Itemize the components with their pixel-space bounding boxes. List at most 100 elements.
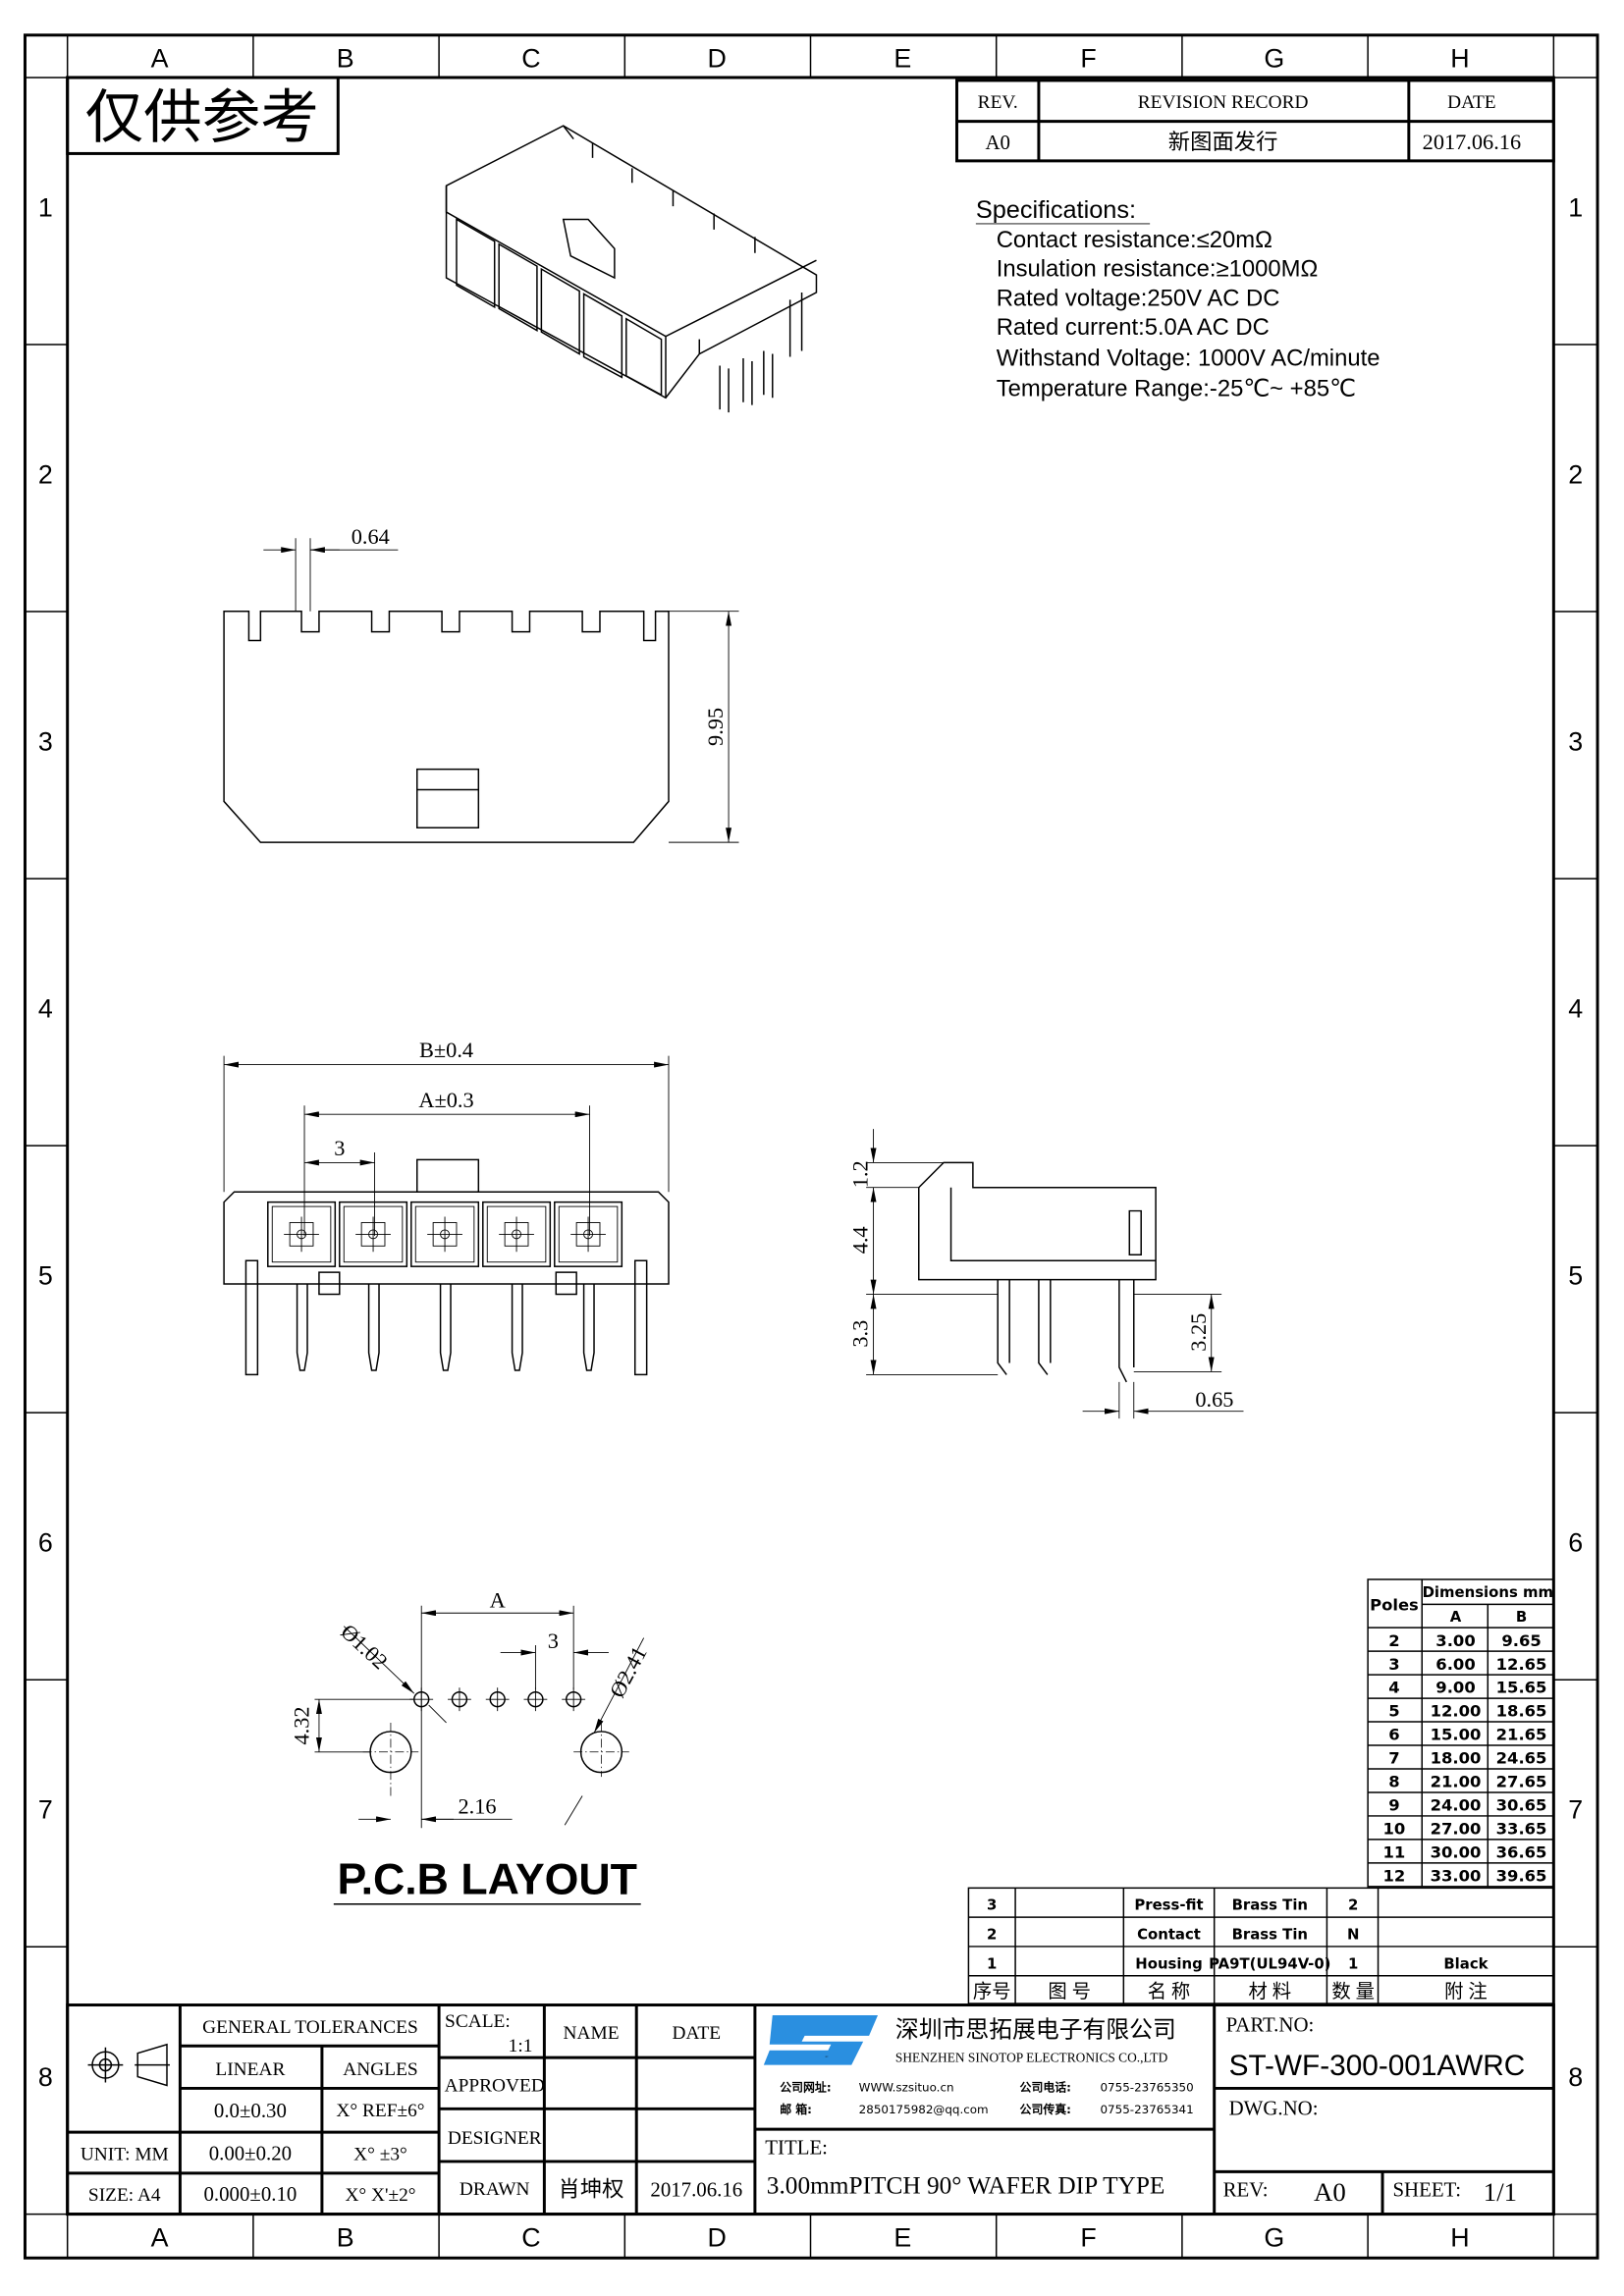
side-dimension-4: 3.25 bbox=[1186, 1313, 1211, 1352]
column-label-top: E bbox=[893, 44, 911, 74]
contact-cavity bbox=[267, 1201, 337, 1267]
drawn-date: 2017.06.16 bbox=[650, 2178, 742, 2202]
b-cell: 15.65 bbox=[1496, 1679, 1547, 1697]
angle-tolerance-2: X° ±3° bbox=[353, 2144, 407, 2164]
part-name-cell: Housing bbox=[1135, 1954, 1202, 1972]
b-dimension: B±0.4 bbox=[419, 1038, 473, 1062]
b-cell: 12.65 bbox=[1496, 1655, 1547, 1674]
a-dimension: A±0.3 bbox=[418, 1088, 473, 1112]
a-cell: 21.00 bbox=[1431, 1773, 1482, 1791]
linear-label: LINEAR bbox=[215, 2059, 285, 2080]
b-cell: 33.65 bbox=[1496, 1820, 1547, 1839]
dimensions-header: Dimensions mm bbox=[1423, 1583, 1553, 1601]
a-cell: 30.00 bbox=[1431, 1843, 1482, 1862]
bom-header: 图 号 bbox=[1048, 1982, 1091, 2002]
approved-label: APPROVED bbox=[445, 2075, 545, 2096]
height-dimension: 9.95 bbox=[703, 708, 728, 746]
contact-cavities bbox=[267, 1201, 623, 1371]
a-cell: 6.00 bbox=[1435, 1655, 1475, 1674]
dimension-row: 11 30.00 36.65 bbox=[1368, 1839, 1554, 1862]
projection-symbol-icon bbox=[87, 2043, 170, 2087]
poles-header: Poles bbox=[1370, 1595, 1419, 1614]
company-logo: STP bbox=[763, 2014, 879, 2065]
column-label-bottom: F bbox=[1080, 2222, 1096, 2252]
bom-header: 材 料 bbox=[1249, 1981, 1292, 2002]
rev-value: A0 bbox=[1314, 2177, 1346, 2207]
column-label-top: B bbox=[337, 44, 354, 74]
row-label-right: 4 bbox=[1568, 994, 1583, 1024]
a-cell: 9.00 bbox=[1435, 1679, 1475, 1697]
name-header: NAME bbox=[564, 2023, 620, 2044]
poles-cell: 12 bbox=[1383, 1867, 1406, 1886]
pcb-pitch-dimension: 3 bbox=[548, 1629, 559, 1653]
column-label-top: G bbox=[1264, 44, 1284, 74]
row-label-left: 4 bbox=[38, 994, 53, 1024]
poles-cell: 6 bbox=[1388, 1726, 1399, 1744]
drawn-label: DRAWN bbox=[460, 2179, 530, 2200]
contact-cavity bbox=[339, 1201, 408, 1267]
column-label-bottom: C bbox=[521, 2222, 540, 2252]
b-cell: 9.65 bbox=[1501, 1631, 1541, 1650]
front-view: B±0.4 A±0.3 3 bbox=[223, 1038, 670, 1376]
b-cell: 36.65 bbox=[1496, 1843, 1547, 1862]
a-cell: 27.00 bbox=[1431, 1820, 1482, 1839]
pin bbox=[296, 1284, 308, 1371]
spec-temperature-range: Temperature Range:-25℃~ +85℃ bbox=[997, 376, 1356, 402]
isometric-view bbox=[445, 125, 818, 413]
column-label-top: H bbox=[1450, 44, 1469, 74]
spec-rated-current: Rated current:5.0A AC DC bbox=[997, 314, 1270, 341]
contact-cavity bbox=[410, 1201, 480, 1267]
latch bbox=[416, 768, 480, 828]
revision-date-header: DATE bbox=[1447, 92, 1495, 113]
remarks-cell: Black bbox=[1443, 1954, 1489, 1972]
b-cell: 21.65 bbox=[1496, 1726, 1547, 1744]
row-label-right: 7 bbox=[1568, 1795, 1583, 1825]
pitch-dimension: 3 bbox=[334, 1136, 345, 1160]
revision-record-header: REVISION RECORD bbox=[1138, 92, 1309, 113]
a-cell: 3.00 bbox=[1435, 1631, 1475, 1650]
sheet-label: SHEET: bbox=[1392, 2178, 1461, 2202]
column-label-top: D bbox=[707, 44, 726, 74]
row-label-left: 7 bbox=[38, 1795, 53, 1825]
website-label: 公司网址: bbox=[780, 2080, 831, 2094]
pin bbox=[582, 1284, 595, 1371]
column-label-bottom: D bbox=[707, 2222, 726, 2252]
row-label-right: 8 bbox=[1568, 2062, 1583, 2092]
quantity-cell: N bbox=[1347, 1925, 1359, 1943]
column-label-top: F bbox=[1080, 44, 1096, 74]
column-label-bottom: B bbox=[337, 2222, 354, 2252]
part-number: ST-WF-300-001AWRC bbox=[1229, 2050, 1526, 2082]
poles-cell: 10 bbox=[1383, 1820, 1406, 1839]
row-label-left: 5 bbox=[38, 1261, 53, 1291]
column-label-top: A bbox=[151, 44, 169, 74]
pin bbox=[511, 1284, 523, 1371]
column-label-bottom: E bbox=[893, 2222, 911, 2252]
bom-header: 数 量 bbox=[1331, 1981, 1375, 2002]
bom-header: 序号 bbox=[973, 1981, 1011, 2002]
side-dimension-2: 4.4 bbox=[848, 1226, 873, 1254]
side-dimension-1: 1.2 bbox=[848, 1160, 873, 1188]
rev-header: REV. bbox=[978, 92, 1018, 113]
poles-cell: 5 bbox=[1388, 1702, 1399, 1721]
pcb-layout: A 3 Ø1.02 Ø2.41 4.32 2.16 P.C.B LAYOUT bbox=[290, 1587, 652, 1905]
poles-cell: 2 bbox=[1388, 1631, 1399, 1650]
spec-contact-resistance: Contact resistance:≤20mΩ bbox=[997, 227, 1272, 253]
row-label-right: 2 bbox=[1568, 460, 1583, 490]
poles-cell: 11 bbox=[1383, 1843, 1406, 1862]
drawing-title: 3.00mmPITCH 90° WAFER DIP TYPE bbox=[767, 2172, 1165, 2200]
sheet-value: 1/1 bbox=[1484, 2177, 1517, 2207]
dimension-row: 2 3.00 9.65 bbox=[1388, 1631, 1542, 1650]
side-view: 1.2 4.4 3.3 3.25 0.65 bbox=[848, 1129, 1244, 1419]
revision-code: A0 bbox=[985, 131, 1009, 154]
item-no-cell: 3 bbox=[987, 1896, 997, 1914]
column-label-bottom: A bbox=[151, 2222, 169, 2252]
b-cell: 39.65 bbox=[1496, 1867, 1547, 1886]
